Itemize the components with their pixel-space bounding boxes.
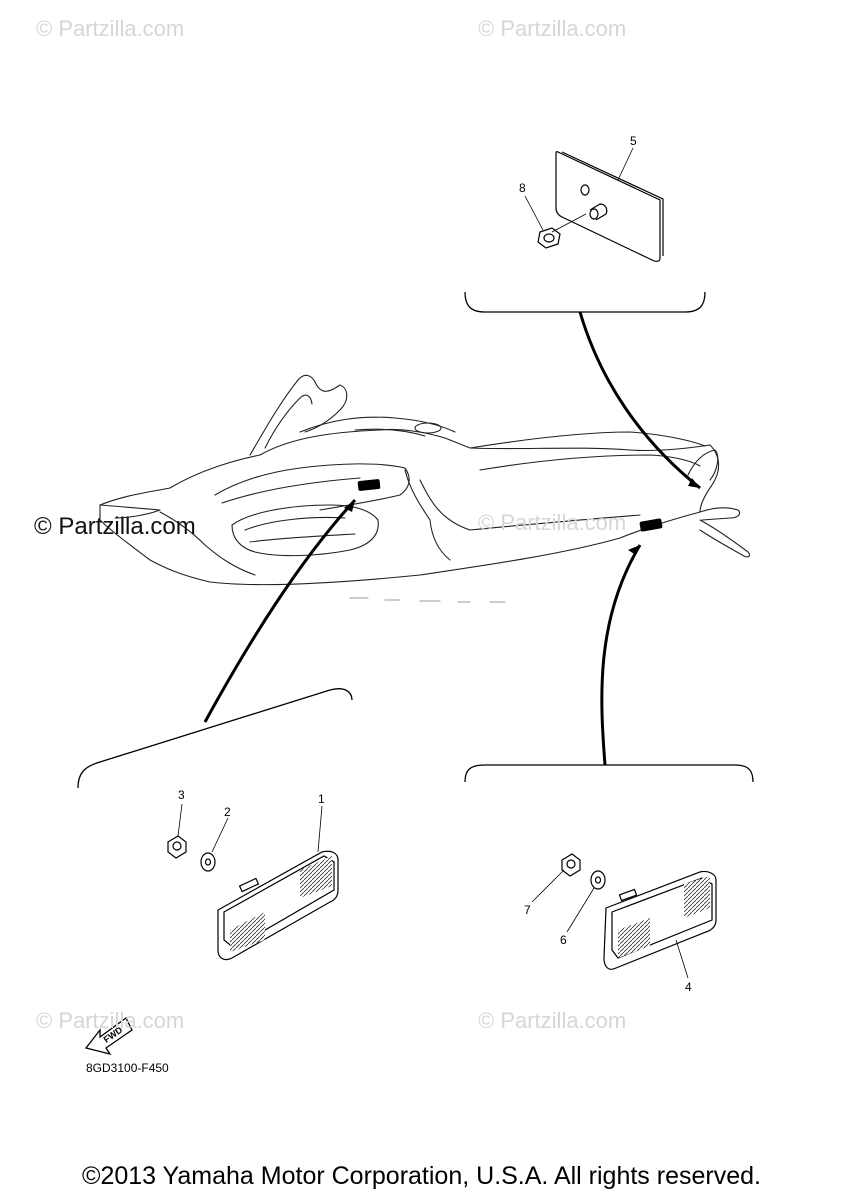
watercraft-outline — [99, 374, 751, 603]
nut-part-7 — [561, 853, 581, 877]
callout-3[interactable]: 3 — [178, 788, 185, 802]
bracket-plate-detail — [464, 291, 706, 313]
callout-6[interactable]: 6 — [560, 933, 567, 947]
callout-5[interactable]: 5 — [630, 134, 637, 148]
reflector-part-4 — [603, 870, 717, 970]
copyright-notice: ©2013 Yamaha Motor Corporation, U.S.A. A… — [82, 1162, 761, 1190]
rear-reflector-location-marker — [639, 518, 663, 532]
callout-2[interactable]: 2 — [224, 805, 231, 819]
flange-nut-part-8 — [537, 227, 561, 249]
callout-8[interactable]: 8 — [519, 181, 526, 195]
washer-part-2 — [200, 852, 216, 872]
bracket-front-detail — [77, 688, 353, 789]
callout-4[interactable]: 4 — [685, 980, 692, 994]
plate-part-5 — [555, 151, 664, 262]
leader-rear-reflector — [600, 544, 642, 766]
bracket-rear-detail — [464, 764, 754, 783]
callout-1[interactable]: 1 — [318, 792, 325, 806]
washer-part-6 — [590, 870, 606, 890]
watermark: © Partzilla.com — [478, 510, 627, 535]
watermark: © Partzilla.com — [478, 1008, 627, 1033]
leader-front-reflector — [203, 498, 357, 723]
bolt-front — [238, 877, 260, 893]
leader-plate — [578, 311, 701, 490]
leader-lines — [203, 311, 701, 766]
plate-leader-8 — [551, 213, 587, 233]
nut-part-3 — [167, 835, 187, 859]
fwd-arrow-icon — [84, 1017, 133, 1056]
watermark: © Partzilla.com — [478, 16, 627, 41]
watermark: © Partzilla.com — [36, 16, 185, 41]
reflector-part-1 — [217, 850, 339, 961]
watermark: © Partzilla.com — [36, 1008, 185, 1033]
bolt-rear — [618, 888, 638, 902]
front-reflector-location-marker — [357, 479, 381, 491]
callout-7[interactable]: 7 — [524, 903, 531, 917]
diagram-code: 8GD3100-F450 — [86, 1061, 169, 1075]
watermark-dark: © Partzilla.com — [34, 513, 196, 540]
